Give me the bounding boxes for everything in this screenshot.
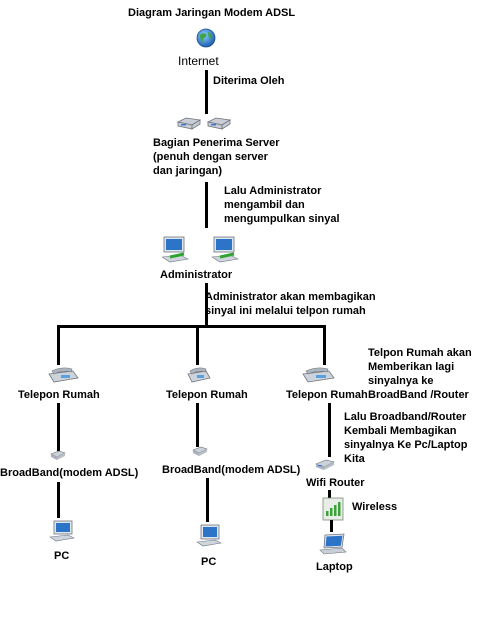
edge-admin-label: Lalu Administrator mengambil dan mengump… bbox=[224, 185, 340, 225]
administrator-label: Administrator bbox=[160, 269, 233, 281]
pc-icon bbox=[49, 520, 75, 542]
computer-icon bbox=[162, 236, 239, 263]
internet-label: Internet bbox=[178, 54, 219, 68]
branch-1-phone-label: Telepon Rumah bbox=[18, 389, 100, 401]
edge-admin-bus bbox=[205, 283, 208, 327]
edge-received-label: Diterima Oleh bbox=[213, 75, 285, 87]
branch-3-edge-router-wireless bbox=[328, 490, 331, 498]
pc-icon bbox=[196, 524, 222, 547]
distribution-bus bbox=[57, 325, 326, 328]
note-router: Lalu Broadband/Router Kembali Membagikan… bbox=[344, 411, 468, 465]
globe-icon bbox=[196, 28, 216, 48]
telephone-icon bbox=[187, 367, 211, 383]
branch-1-edge-modem-pc bbox=[57, 482, 60, 518]
note-phone: Telpon Rumah akan Memberikan lagi sinyal… bbox=[368, 347, 472, 401]
modem-icon bbox=[50, 450, 66, 460]
edge-distribute-label: Administrator akan membagikan sinyal ini… bbox=[205, 291, 376, 317]
branch-3-router-label: Wifi Router bbox=[306, 477, 365, 489]
branch-2-modem-label: BroadBand(modem ADSL) bbox=[162, 464, 301, 476]
edge-server-admin bbox=[205, 182, 208, 228]
branch-3-wireless-label: Wireless bbox=[352, 501, 398, 513]
branch-2-edge-phone-modem bbox=[196, 403, 199, 447]
telephone-icon bbox=[302, 367, 335, 383]
wireless-icon bbox=[322, 497, 344, 521]
modem-icon bbox=[192, 446, 208, 456]
branch-1-device-label: PC bbox=[54, 550, 70, 562]
branch-3-edge-wireless-laptop bbox=[330, 520, 333, 532]
bus-drop-1 bbox=[57, 325, 60, 365]
server-label: Bagian Penerima Server (penuh dengan ser… bbox=[153, 137, 280, 177]
router-icon bbox=[315, 459, 335, 470]
diagram-title: Diagram Jaringan Modem ADSL bbox=[128, 7, 296, 19]
branch-1-edge-phone-modem bbox=[57, 403, 60, 451]
bus-drop-3 bbox=[323, 325, 326, 365]
branch-2-device-label: PC bbox=[201, 556, 217, 568]
server-icon bbox=[176, 117, 232, 130]
branch-2-edge-modem-pc bbox=[206, 478, 209, 522]
branch-3-edge-phone-router bbox=[328, 403, 331, 457]
telephone-icon bbox=[48, 367, 79, 383]
laptop-icon bbox=[319, 533, 347, 555]
edge-internet-server bbox=[205, 70, 208, 114]
branch-3-phone-label: Telepon Rumah bbox=[286, 389, 368, 401]
branch-3-device-label: Laptop bbox=[316, 561, 353, 573]
branch-1-modem-label: BroadBand(modem ADSL) bbox=[0, 467, 139, 479]
branch-2-phone-label: Telepon Rumah bbox=[166, 389, 248, 401]
bus-drop-2 bbox=[196, 325, 199, 365]
